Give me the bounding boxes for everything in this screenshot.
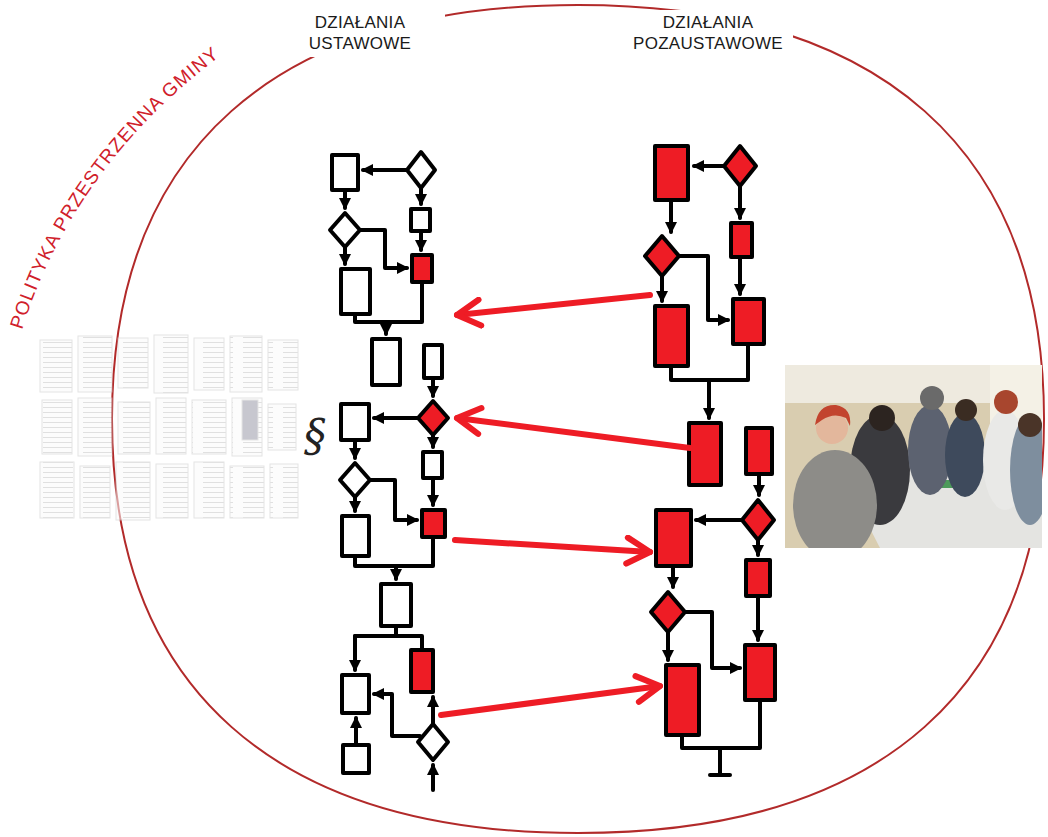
paragraph-symbol: § — [304, 414, 326, 458]
non-statutory-flowchart — [645, 146, 775, 775]
red-link-arrows — [441, 295, 690, 715]
statutory-flowchart — [330, 152, 448, 790]
curved-title: POLITYKA PRZESTRZENNA GMINY — [6, 43, 223, 332]
document-thumbnails — [40, 335, 298, 520]
policy-circle — [112, 5, 1044, 833]
curved-title-text: POLITYKA PRZESTRZENNA GMINY — [6, 43, 223, 332]
workshop-photo — [785, 365, 1042, 548]
column-heading: DZIAŁANIA POZAUSTAWOWE — [623, 10, 793, 57]
column-heading: DZIAŁANIA USTAWOWE — [275, 10, 445, 57]
